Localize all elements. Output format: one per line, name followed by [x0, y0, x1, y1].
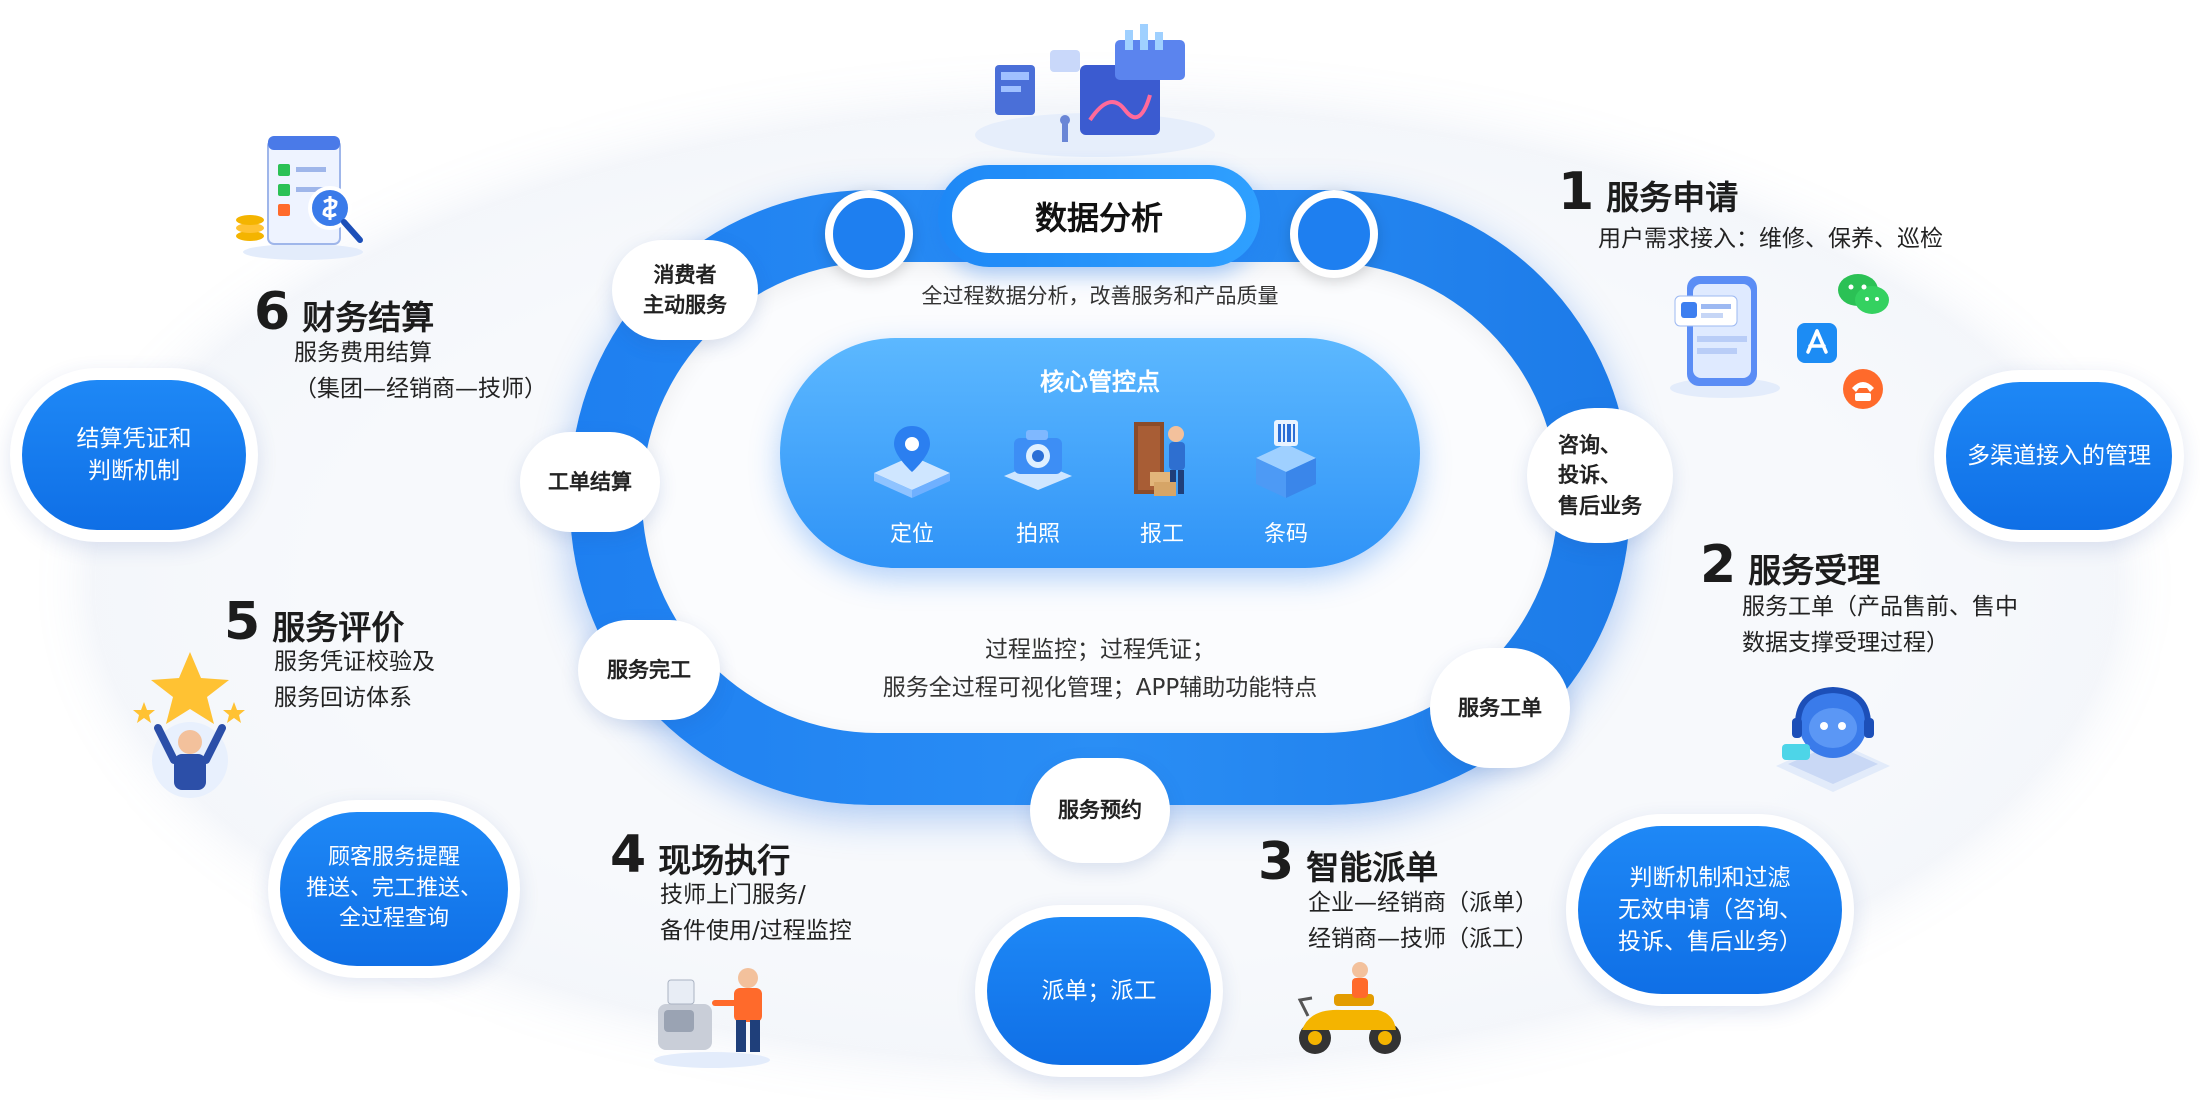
step-title: 现场执行: [658, 841, 791, 880]
settlement-proof-pill: 结算凭证和 判断机制: [10, 368, 258, 542]
multichannel-pill-text: 多渠道接入的管理: [1946, 382, 2172, 530]
dispatch-pill-text: 派单；派工: [987, 917, 1211, 1065]
step-title: 智能派单: [1306, 848, 1439, 887]
step-number: 5: [224, 592, 261, 652]
scooter-icon: [1297, 962, 1401, 1054]
step-4-heading: 4 现场执行: [610, 825, 790, 885]
step-6-heading: 6 财务结算: [254, 282, 434, 342]
headset-icon: [1776, 686, 1890, 792]
step-5-desc: 服务凭证校验及 服务回访体系: [274, 649, 435, 711]
step-number: 2: [1700, 535, 1737, 595]
step-title: 服务申请: [1606, 178, 1739, 217]
step-4-desc: 技师上门服务/ 备件使用/过程监控: [660, 882, 852, 944]
core-item-photo: 拍照: [978, 418, 1098, 548]
ring-label-complete: 服务完工: [578, 620, 720, 720]
phone-app-icon: [1670, 276, 1780, 398]
ring-label-settlement: 工单结算: [520, 432, 660, 532]
ring-cap-left: [825, 190, 913, 278]
filter-pill: 判断机制和过滤 无效申请（咨询、 投诉、售后业务）: [1566, 814, 1854, 1006]
step-title: 服务评价: [272, 608, 405, 647]
telephone-icon: [1843, 369, 1883, 409]
step-6-desc: 服务费用结算 （集团—经销商—技师）: [294, 340, 547, 402]
step-number: 4: [610, 825, 647, 885]
core-item-report: 报工: [1102, 418, 1222, 548]
report-icon: [1134, 422, 1185, 496]
core-item-label: 条码: [1263, 522, 1308, 547]
ring-label-consumer: 消费者 主动服务: [612, 240, 758, 340]
core-item-label: 报工: [1139, 522, 1184, 547]
step-number: 3: [1258, 832, 1295, 892]
step-title: 财务结算: [302, 298, 435, 337]
location-icon: [874, 426, 950, 498]
step-number: 6: [254, 282, 291, 342]
multichannel-pill: 多渠道接入的管理: [1934, 370, 2184, 542]
step-3-desc: 企业—经销商（派单） 经销商—技师（派工）: [1308, 890, 1538, 952]
title-pill-outer: 数据分析: [938, 165, 1260, 267]
dispatch-pill: 派单；派工: [975, 905, 1223, 1077]
center-subtitle: 全过程数据分析，改善服务和产品质量: [921, 284, 1279, 308]
page-title: 数据分析: [952, 179, 1246, 253]
center-bottom-text: 过程监控；过程凭证； 服务全过程可视化管理；APP辅助功能特点: [882, 637, 1318, 701]
step-number: 1: [1558, 162, 1595, 222]
core-item-location: 定位: [852, 418, 972, 548]
ring-label-booking: 服务预约: [1030, 758, 1170, 863]
core-panel: [780, 338, 1420, 568]
technician-icon: [654, 968, 770, 1068]
app-store-icon: [1797, 323, 1837, 363]
finance-bill-icon: [236, 136, 363, 260]
filter-pill-text: 判断机制和过滤 无效申请（咨询、 投诉、售后业务）: [1578, 826, 1842, 994]
star-user-icon: [133, 652, 245, 798]
reminder-pill: 顾客服务提醒 推送、完工推送、 全过程查询: [268, 800, 520, 978]
ring-cap-right: [1290, 190, 1378, 278]
camera-icon: [1004, 430, 1072, 490]
core-title: 核心管控点: [1040, 368, 1160, 396]
core-item-label: 拍照: [1015, 522, 1060, 547]
step-5-heading: 5 服务评价: [224, 592, 404, 652]
step-1-heading: 1 服务申请: [1558, 162, 1738, 222]
barcode-icon: [1256, 420, 1316, 498]
settlement-proof-pill-text: 结算凭证和 判断机制: [22, 380, 246, 530]
step-2-heading: 2 服务受理: [1700, 535, 1880, 595]
reminder-pill-text: 顾客服务提醒 推送、完工推送、 全过程查询: [280, 812, 508, 966]
step-2-desc: 服务工单（产品售前、售中 数据支撑受理过程）: [1742, 594, 2018, 656]
core-item-label: 定位: [889, 522, 934, 547]
step-3-heading: 3 智能派单: [1258, 832, 1438, 892]
wechat-icon: [1838, 274, 1889, 314]
data-dashboard-icon: [975, 24, 1215, 157]
ring-label-workorder: 服务工单: [1430, 648, 1570, 768]
ring-label-consult: 咨询、 投诉、 售后业务: [1527, 408, 1673, 543]
step-1-desc: 用户需求接入：维修、保养、巡检: [1598, 226, 1943, 252]
core-item-barcode: 条码: [1226, 418, 1346, 548]
step-title: 服务受理: [1748, 551, 1881, 590]
